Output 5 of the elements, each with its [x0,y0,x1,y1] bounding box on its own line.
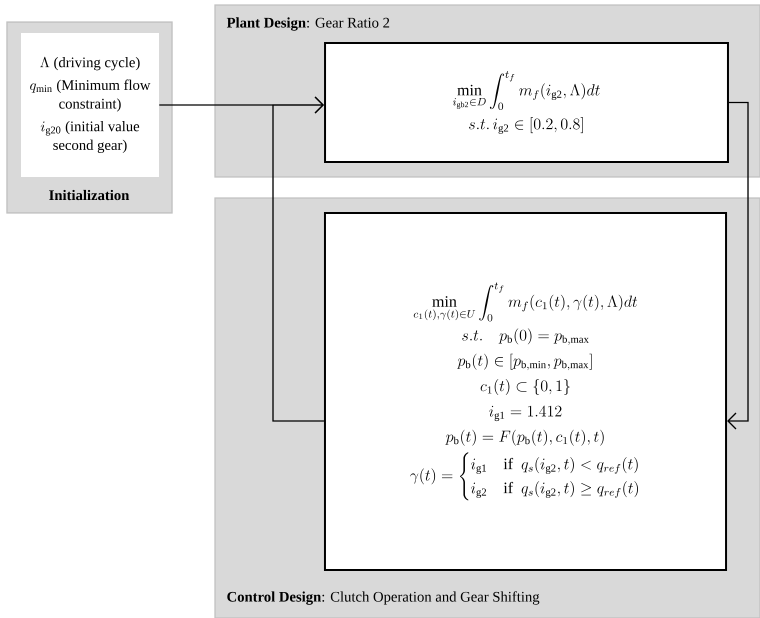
formula-box: $\min_{i_{\mathrm{gb2}}\in D}\int_0^{t_f} m_f(i_{\mathrm{g2}},\Lambda)dt$ $s.t.\, i_{\mathrm{g2}}\in[0.2,0.8]$ [324,42,729,163]
arrow [727,102,749,430]
input-box: $\Lambda$ (driving cycle) $q_{\mathrm{min}}$ (Minimum flow constraint) $i_{\mathrm{g20}}$ (initial value second gear) [21,33,159,177]
arrow [272,96,324,422]
formula-box: $\min_{c_1(t),\gamma(t)\in U}\int_0^{t_f} m_f(c_1(t),\gamma(t),\Lambda)dt$ $s.t.\quad p_{\mathrm{b}}(0)=p_{\mathrm{b,max}}$ $p_{\mathrm{b}}(t)\in[p_{\mathrm{b,min}},p_{\mathrm{b,max}}]$ $c_1(t)\subset\{0,1\}$ $i_{\mathrm{g1}}=1.412$ $p_{\mathrm{b}}(t)=F(p_{\mathrm{b}}(t),c_1(t),t)$ $\gamma(t)=\begin{cases}i_{\mathrm{g1}} & \text{if}\ \ q_s(i_{\mathrm{g2}},t)<q_{ref}(t)\\ i_{\mathrm{g2}} & \text{if}\ \ q_s(i_{\mathrm{g2}},t)\geq q_{ref}(t)\end{cases}$ [324,212,728,572]
